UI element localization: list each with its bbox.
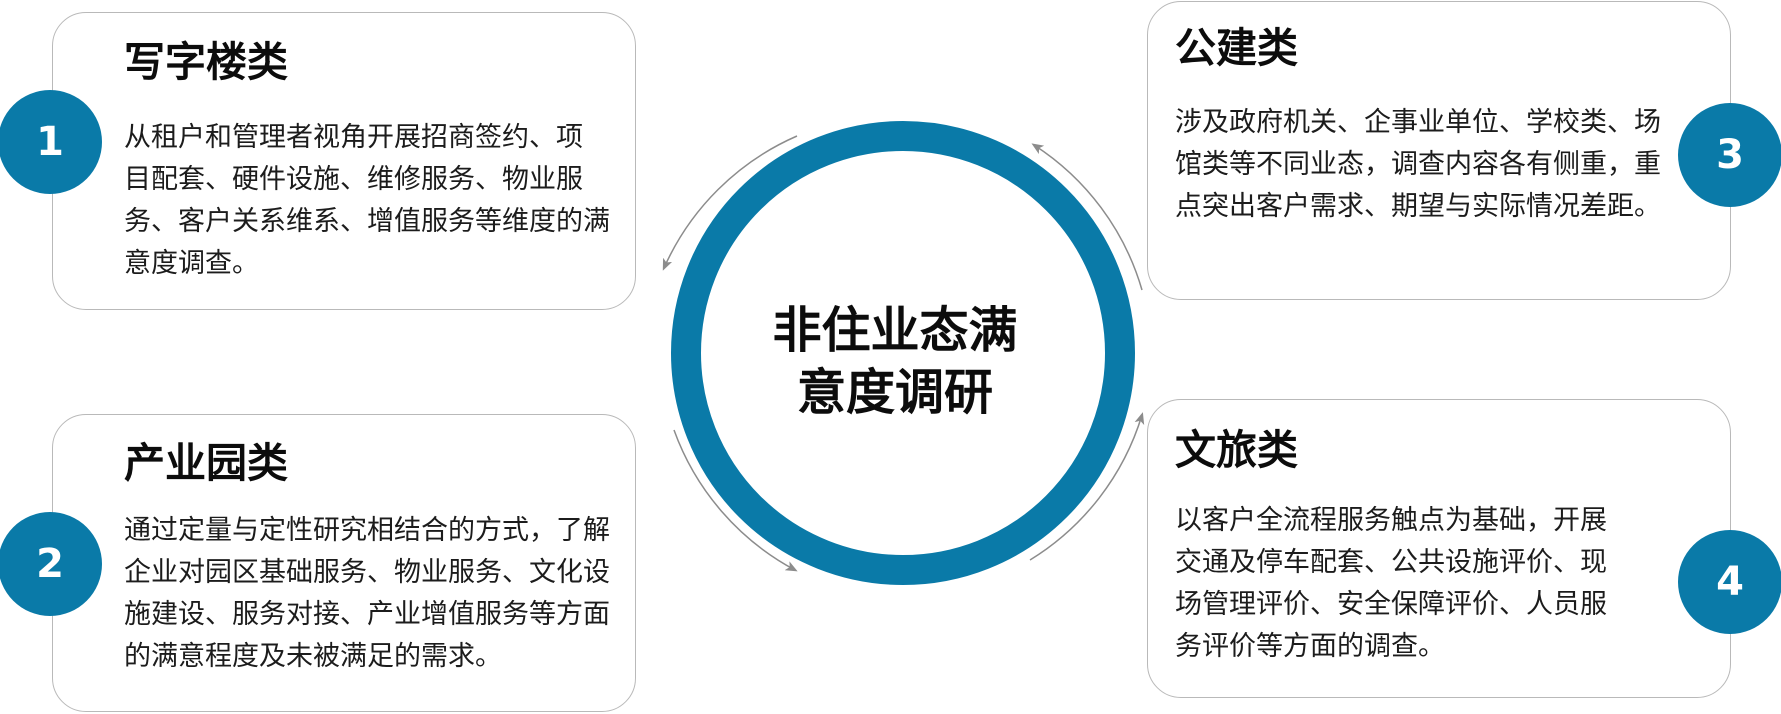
number-badge-2: 2 [0, 512, 102, 616]
number-badge-1-label: 1 [36, 119, 64, 165]
card-industrial-park-line-2: 企业对园区基础服务、物业服务、文化设 [124, 557, 610, 588]
number-badge-3: 3 [1678, 103, 1781, 207]
card-office-line-1: 从租户和管理者视角开展招商签约、项 [124, 122, 583, 153]
arrow-top-right [1031, 143, 1143, 291]
card-cultural-tourism-line-3: 场管理评价、安全保障评价、人员服 [1175, 589, 1607, 620]
card-office-line-2: 目配套、硬件设施、维修服务、物业服 [124, 164, 583, 195]
card-public-buildings-line-2: 馆类等不同业态，调查内容各有侧重，重 [1175, 149, 1661, 180]
card-office-body: 从租户和管理者视角开展招商签约、项 目配套、硬件设施、维修服务、物业服 务、客户… [124, 117, 610, 285]
number-badge-1: 1 [0, 90, 102, 194]
card-industrial-park-line-3: 施建设、服务对接、产业增值服务等方面 [124, 599, 610, 630]
card-industrial-park-body: 通过定量与定性研究相结合的方式，了解 企业对园区基础服务、物业服务、文化设 施建… [124, 510, 610, 678]
card-office-line-3: 务、客户关系维系、增值服务等维度的满 [124, 206, 610, 237]
card-public-buildings-title: 公建类 [1175, 24, 1298, 72]
number-badge-2-label: 2 [36, 541, 64, 587]
card-public-buildings-line-3: 点突出客户需求、期望与实际情况差距。 [1175, 191, 1661, 222]
card-industrial-park-line-4: 的满意程度及未被满足的需求。 [124, 641, 502, 672]
number-badge-4-label: 4 [1716, 559, 1744, 605]
card-cultural-tourism-line-4: 务评价等方面的调查。 [1175, 631, 1445, 662]
card-industrial-park-title: 产业园类 [124, 439, 288, 487]
center-title-line-1: 非住业态满 [772, 302, 1018, 359]
card-office-line-4: 意度调查。 [124, 248, 259, 279]
center-title-line-2: 意度调研 [796, 364, 993, 421]
card-cultural-tourism-line-2: 交通及停车配套、公共设施评价、现 [1175, 547, 1607, 578]
card-cultural-tourism [1147, 399, 1731, 698]
card-cultural-tourism-body: 以客户全流程服务触点为基础，开展 交通及停车配套、公共设施评价、现 场管理评价、… [1175, 500, 1607, 668]
number-badge-4: 4 [1678, 530, 1781, 634]
card-cultural-tourism-line-1: 以客户全流程服务触点为基础，开展 [1175, 505, 1607, 536]
center-title: 非住业态满 意度调研 [725, 300, 1065, 424]
card-office [52, 12, 636, 310]
number-badge-3-label: 3 [1716, 132, 1744, 178]
card-public-buildings [1147, 1, 1731, 300]
card-office-title: 写字楼类 [124, 38, 288, 86]
card-industrial-park-line-1: 通过定量与定性研究相结合的方式，了解 [124, 515, 610, 546]
card-public-buildings-line-1: 涉及政府机关、企事业单位、学校类、场 [1175, 107, 1661, 138]
center-ring [671, 121, 1135, 585]
arrow-top-left [662, 135, 798, 271]
card-industrial-park [52, 414, 636, 712]
card-public-buildings-body: 涉及政府机关、企事业单位、学校类、场 馆类等不同业态，调查内容各有侧重，重 点突… [1175, 102, 1661, 228]
card-cultural-tourism-title: 文旅类 [1175, 426, 1298, 474]
arrow-bottom-right [1029, 412, 1145, 561]
arrow-bottom-left [673, 429, 798, 572]
